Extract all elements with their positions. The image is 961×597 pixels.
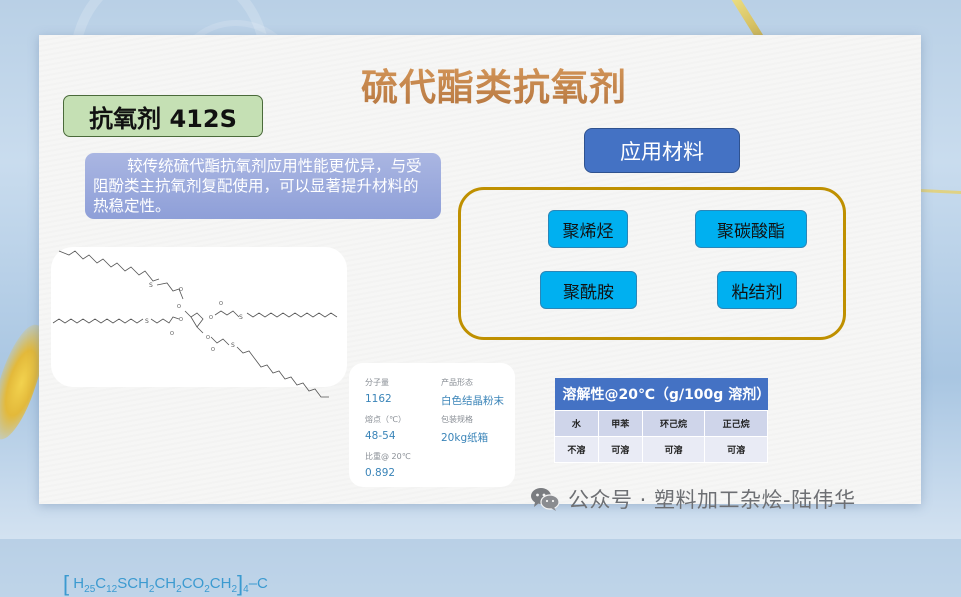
material-polycarbonate: 聚碳酸酯 [695,210,807,248]
property-form: 产品形态 白色结晶粉末 [441,378,504,407]
svg-text:O: O [211,347,215,353]
property-melting-point: 熔点（℃） 48-54 [365,415,406,442]
watermark-text: 公众号 · 塑料加工杂烩-陆伟华 [568,488,856,512]
table-row: 不溶 可溶 可溶 可溶 [554,436,768,463]
result-cell: 不溶 [554,436,599,463]
svg-text:O: O [209,315,213,321]
material-polyolefin: 聚烯烃 [548,210,628,248]
wechat-icon [530,487,560,511]
property-packaging: 包装规格 20kg纸箱 [441,415,489,444]
chemical-formula: [ H25C12SCH2CH2CO2CH2]4–C [63,571,268,596]
property-molecular-weight: 分子量 1162 [365,378,392,405]
solvent-cell: 正己烷 [704,410,768,437]
material-polyamide: 聚酰胺 [540,271,637,309]
svg-text:S: S [239,314,243,321]
property-density: 比重@ 20℃ 0.892 [365,452,411,479]
svg-text:O: O [177,304,181,310]
gold-decoration [917,188,961,195]
svg-text:O: O [206,335,210,341]
solubility-table: 溶解性@20℃（g/100g 溶剂） 水 甲苯 环己烷 正己烷 不溶 可溶 可溶… [554,378,770,463]
applications-frame [458,187,846,340]
solvent-cell: 水 [554,410,599,437]
result-cell: 可溶 [641,436,706,463]
product-label: 抗氧剂 412S [63,95,263,137]
svg-text:S: S [149,282,153,289]
properties-panel: 分子量 1162 产品形态 白色结晶粉末 熔点（℃） 48-54 包装规格 20… [349,363,515,487]
svg-text:O: O [179,287,183,293]
svg-text:O: O [170,331,174,337]
svg-text:S: S [231,342,235,349]
material-adhesive: 粘结剂 [717,271,797,309]
slide-title: 硫代酯类抗氧剂 [344,57,644,111]
svg-text:S: S [145,318,149,325]
svg-text:O: O [179,317,183,323]
result-cell: 可溶 [597,436,643,463]
result-cell: 可溶 [704,436,768,463]
solvent-cell: 甲苯 [597,410,643,437]
description-box: 较传统硫代酯抗氧剂应用性能更优异，与受阻酚类主抗氧剂复配使用，可以显著提升材料的… [85,153,441,219]
solubility-header: 溶解性@20℃（g/100g 溶剂） [554,378,770,411]
chemical-structure-panel: S O O S O O O O S O [51,247,347,596]
watermark: 公众号 · 塑料加工杂烩-陆伟华 [530,484,856,514]
svg-text:O: O [219,301,223,307]
table-row: 水 甲苯 环己烷 正己烷 [554,410,768,437]
molecule-structure-icon: S O O S O O O O S O [52,250,338,398]
solvent-cell: 环己烷 [641,410,706,437]
slide-card: 硫代酯类抗氧剂 抗氧剂 412S 较传统硫代酯抗氧剂应用性能更优异，与受阻酚类主… [39,35,921,596]
applications-title: 应用材料 [584,128,740,173]
